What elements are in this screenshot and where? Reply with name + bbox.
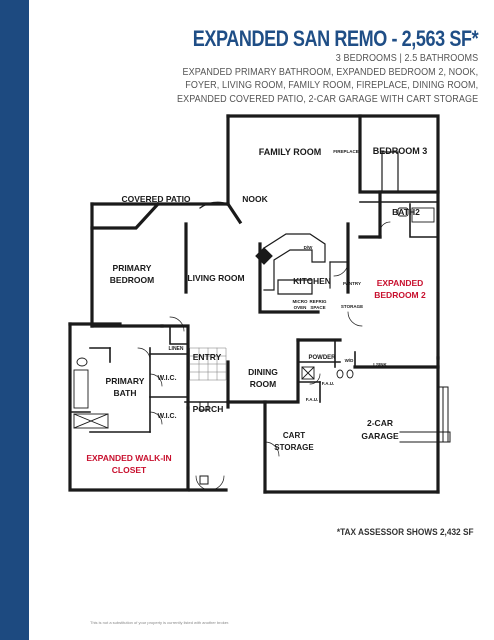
label-primary-bedroom-2: BEDROOM bbox=[110, 275, 154, 285]
label-pantry: PANTRY bbox=[343, 281, 361, 286]
label-fau-2: F.A.U. bbox=[306, 397, 319, 402]
summary-line-3: FOYER, LIVING ROOM, FAMILY ROOM, FIREPLA… bbox=[185, 79, 479, 91]
label-cart-storage-2: STORAGE bbox=[274, 443, 314, 452]
label-dining-room-1: DINING bbox=[248, 367, 278, 377]
label-wic-bottom: W.I.C. bbox=[157, 413, 176, 420]
disclaimer: This is not a substitution of your prope… bbox=[90, 620, 230, 625]
label-bedroom3: BEDROOM 3 bbox=[373, 146, 428, 156]
header: EXPANDED SAN REMO - 2,563 SF* 3 BEDROOMS… bbox=[128, 26, 479, 106]
summary-line-2: EXPANDED PRIMARY BATHROOM, EXPANDED BEDR… bbox=[182, 65, 479, 78]
label-expanded-walkin-2: CLOSET bbox=[112, 465, 147, 475]
label-primary-bath-1: PRIMARY bbox=[106, 376, 145, 386]
tax-assessor-note: *TAX ASSESSOR SHOWS 2,432 SF bbox=[337, 527, 474, 537]
label-expanded-bedroom2-1: EXPANDED bbox=[377, 278, 424, 288]
label-refrig-2: SPACE bbox=[310, 305, 325, 310]
label-micro-oven-2: OVEN bbox=[294, 305, 307, 310]
label-micro-oven-1: MICRO bbox=[293, 299, 308, 304]
label-family-room: FAMILY ROOM bbox=[259, 147, 322, 157]
label-wic-top: W.I.C. bbox=[157, 375, 176, 382]
label-nook: NOOK bbox=[242, 194, 268, 204]
label-lsink: LSINK bbox=[373, 362, 387, 367]
label-entry: ENTRY bbox=[193, 352, 222, 362]
label-expanded-walkin-1: EXPANDED WALK-IN bbox=[86, 453, 171, 463]
plan-title: EXPANDED SAN REMO - 2,563 SF* bbox=[192, 26, 478, 51]
label-garage-2: GARAGE bbox=[361, 431, 399, 441]
label-fireplace: FIREPLACE bbox=[333, 149, 359, 154]
label-dw: D/W bbox=[304, 245, 314, 250]
label-linen: LINEN bbox=[169, 346, 184, 352]
label-dining-room-2: ROOM bbox=[250, 379, 276, 389]
summary-line-4: EXPANDED COVERED PATIO, 2-CAR GARAGE WIT… bbox=[176, 92, 478, 105]
label-primary-bath-2: BATH bbox=[114, 388, 137, 398]
label-expanded-bedroom2-2: BEDROOM 2 bbox=[374, 290, 426, 300]
label-kitchen: KITCHEN bbox=[293, 276, 331, 286]
label-porch: PORCH bbox=[193, 404, 224, 414]
label-cart-storage-1: CART bbox=[283, 431, 305, 440]
floor-plan: FAMILY ROOM FIREPLACE BEDROOM 3 COVERED … bbox=[68, 114, 451, 494]
label-powder: POWDER bbox=[309, 355, 337, 361]
label-wd: W/D bbox=[345, 358, 354, 363]
label-fau-1: F.A.U. bbox=[322, 381, 335, 386]
label-garage-1: 2-CAR bbox=[367, 418, 393, 428]
label-refrig-1: REFRIG bbox=[309, 299, 327, 304]
label-covered-patio: COVERED PATIO bbox=[121, 194, 190, 204]
summary-line-1: 3 BEDROOMS | 2.5 BATHROOMS bbox=[335, 52, 478, 64]
label-storage: STORAGE bbox=[341, 304, 363, 309]
label-bath2: BATH2 bbox=[392, 207, 420, 217]
side-bar bbox=[0, 0, 29, 640]
label-living-room: LIVING ROOM bbox=[187, 273, 244, 283]
label-primary-bedroom-1: PRIMARY bbox=[113, 263, 152, 273]
